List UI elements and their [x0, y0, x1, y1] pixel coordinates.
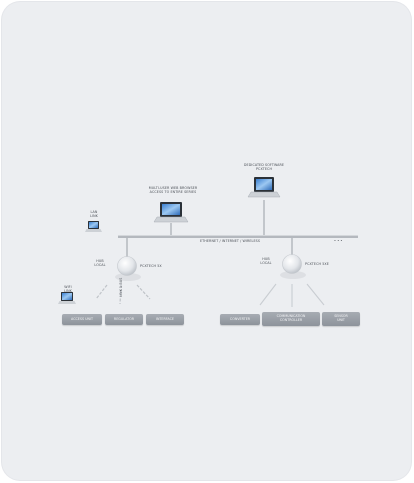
hub-right-links [259, 283, 325, 307]
device-left-1-label: ACCESS UNIT [71, 317, 93, 321]
laptop-left-top-icon [85, 221, 102, 232]
diagram-card [2, 2, 411, 480]
laptop-software-label: DEDICATED SOFTWARE PCXTECH [243, 163, 285, 171]
laptop-remote-label: MULTI-USER WEB BROWSER ACCESS TO ENTIRE … [148, 186, 198, 194]
laptop-left-top-label: LAN LINK [90, 210, 98, 218]
device-right-1-label: CONVERTER [229, 317, 251, 321]
hub-left-links [95, 284, 151, 305]
laptop-software-icon [247, 177, 281, 198]
backbone-end-label: • • • [334, 238, 343, 243]
hub-right-name: PCXTECH 5XE [305, 262, 329, 266]
device-left-3-label: INTERFACE [155, 317, 174, 321]
hub-left-name: PCXTECH 5X [140, 264, 162, 268]
device-right-2: COMMUNICATION CONTROLLER [262, 312, 320, 326]
device-left-2: REGULATOR [105, 314, 143, 325]
device-right-2-label: COMMUNICATION CONTROLLER [276, 313, 306, 322]
laptop-left-bottom-icon [58, 292, 76, 304]
device-right-3-label: SENSOR UNIT [334, 313, 348, 322]
hub-left-link-label: LINK 1 BUS [119, 277, 123, 297]
backbone-line [118, 235, 358, 238]
device-left-3: INTERFACE [146, 314, 184, 325]
hub-right-side-label: HUB LOCAL [260, 257, 272, 265]
hub-left-side-label: HUB LOCAL [94, 259, 106, 267]
device-left-1: ACCESS UNIT [62, 314, 102, 325]
backbone-label: ETHERNET / INTERNET / WIRELESS [200, 238, 261, 243]
device-right-3: SENSOR UNIT [322, 312, 360, 326]
laptop-remote-icon [153, 202, 189, 223]
device-left-2-label: REGULATOR [113, 317, 135, 321]
hub-right-sphere [280, 254, 306, 279]
device-right-1: CONVERTER [220, 314, 260, 325]
laptop-left-bottom-label: WIFI LINK [64, 285, 72, 293]
hub-left-sphere [115, 256, 141, 281]
